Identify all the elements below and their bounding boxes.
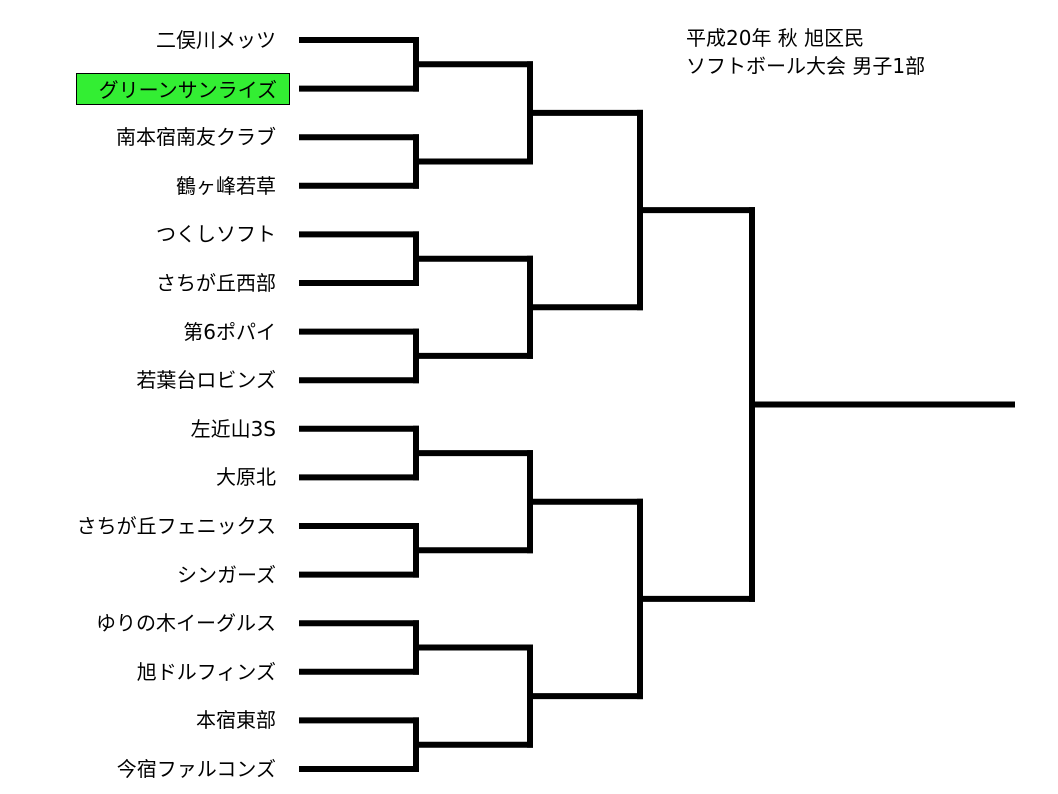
team-label: 旭ドルフィンズ [136,659,276,684]
tournament-title: 平成20年 秋 旭区民 ソフトボール大会 男子1部 [686,24,925,80]
team-label: シンガーズ [177,562,276,587]
team-label: 本宿東部 [196,708,276,733]
team-label: グリーンサンライズ [75,72,290,105]
team-label: 今宿ファルコンズ [116,757,276,781]
team-label: つくしソフト [156,222,276,247]
team-label: 鶴ヶ峰若草 [176,173,276,198]
team-label: 大原北 [216,465,276,490]
team-label: 南本宿南友クラブ [116,125,276,150]
team-label: さちが丘フェニックス [76,514,276,538]
team-label: 左近山3S [190,416,276,441]
title-line-2: ソフトボール大会 男子1部 [686,54,926,78]
title-line-1: 平成20年 秋 旭区民 [686,26,865,50]
team-label: ゆりの木イーグルス [96,611,276,636]
team-label: 第6ポパイ [183,319,276,344]
team-label: さちが丘西部 [156,271,276,295]
team-label: 二俣川メッツ [156,28,276,52]
team-label: 若葉台ロビンズ [136,368,276,393]
